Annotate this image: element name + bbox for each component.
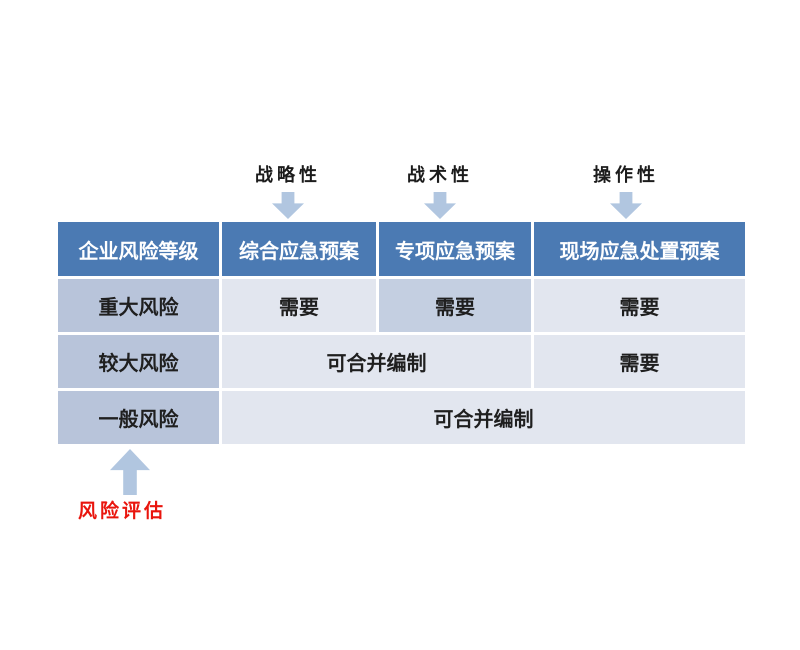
category-label-operational: 操作性 <box>593 165 659 186</box>
row-major-risk-level: 重大风险 <box>58 279 219 332</box>
row-general-risk-level: 一般风险 <box>58 391 219 444</box>
risk-plan-table: 企业风险等级 综合应急预案 专项应急预案 现场应急处置预案 重大风险 需要 需要… <box>58 222 745 444</box>
down-arrow-icon <box>272 192 304 219</box>
header-risk-level: 企业风险等级 <box>58 222 219 276</box>
cell-major-comprehensive: 需要 <box>222 279 376 332</box>
up-arrow-icon <box>110 449 150 495</box>
row-larger-risk-level: 较大风险 <box>58 335 219 388</box>
header-special-plan: 专项应急预案 <box>379 222 531 276</box>
category-label-tactical: 战术性 <box>407 165 473 186</box>
header-comprehensive-plan: 综合应急预案 <box>222 222 376 276</box>
cell-major-onsite: 需要 <box>534 279 745 332</box>
cell-general-merged: 可合并编制 <box>222 391 745 444</box>
category-label-strategic: 战略性 <box>255 165 321 186</box>
down-arrow-icon <box>610 192 642 219</box>
cell-larger-merged: 可合并编制 <box>222 335 531 388</box>
cell-major-special: 需要 <box>379 279 531 332</box>
risk-assessment-label: 风险评估 <box>77 500 166 522</box>
header-onsite-plan: 现场应急处置预案 <box>534 222 745 276</box>
down-arrow-icon <box>424 192 456 219</box>
cell-larger-onsite: 需要 <box>534 335 745 388</box>
